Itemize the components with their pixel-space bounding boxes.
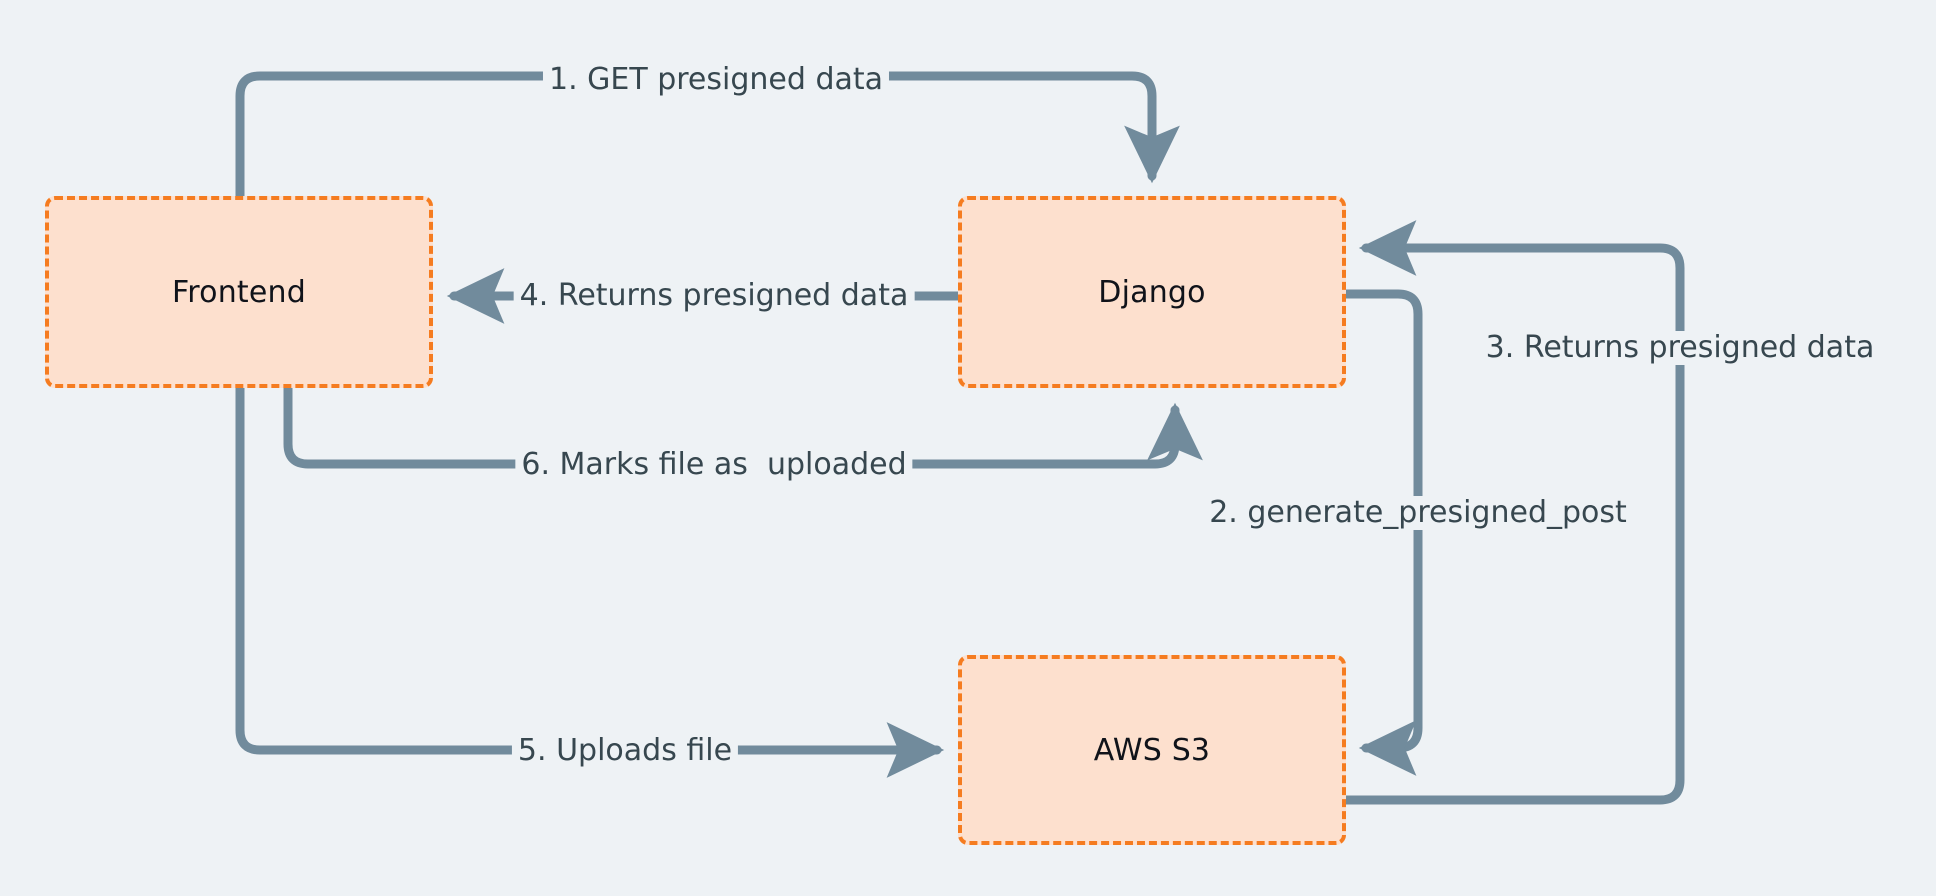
edge-path-3 <box>1340 220 1685 805</box>
edge-label-5: 5. Uploads file <box>511 734 739 768</box>
node-django-label: Django <box>1098 274 1206 310</box>
edge-label-1: 1. GET presigned data <box>542 63 890 97</box>
node-django[interactable]: Django <box>958 196 1346 388</box>
edge-label-3: 3. Returns presigned data <box>1479 331 1881 365</box>
edge-label-4: 4. Returns presigned data <box>513 279 915 313</box>
edge-label-6: 6. Marks file as uploaded <box>515 448 913 482</box>
node-aws-s3[interactable]: AWS S3 <box>958 655 1346 845</box>
edge-path-5 <box>235 383 945 778</box>
node-frontend[interactable]: Frontend <box>45 196 433 388</box>
node-frontend-label: Frontend <box>172 274 306 310</box>
node-aws-s3-label: AWS S3 <box>1093 732 1211 768</box>
edge-label-2: 2. generate_presigned_post <box>1203 496 1633 530</box>
